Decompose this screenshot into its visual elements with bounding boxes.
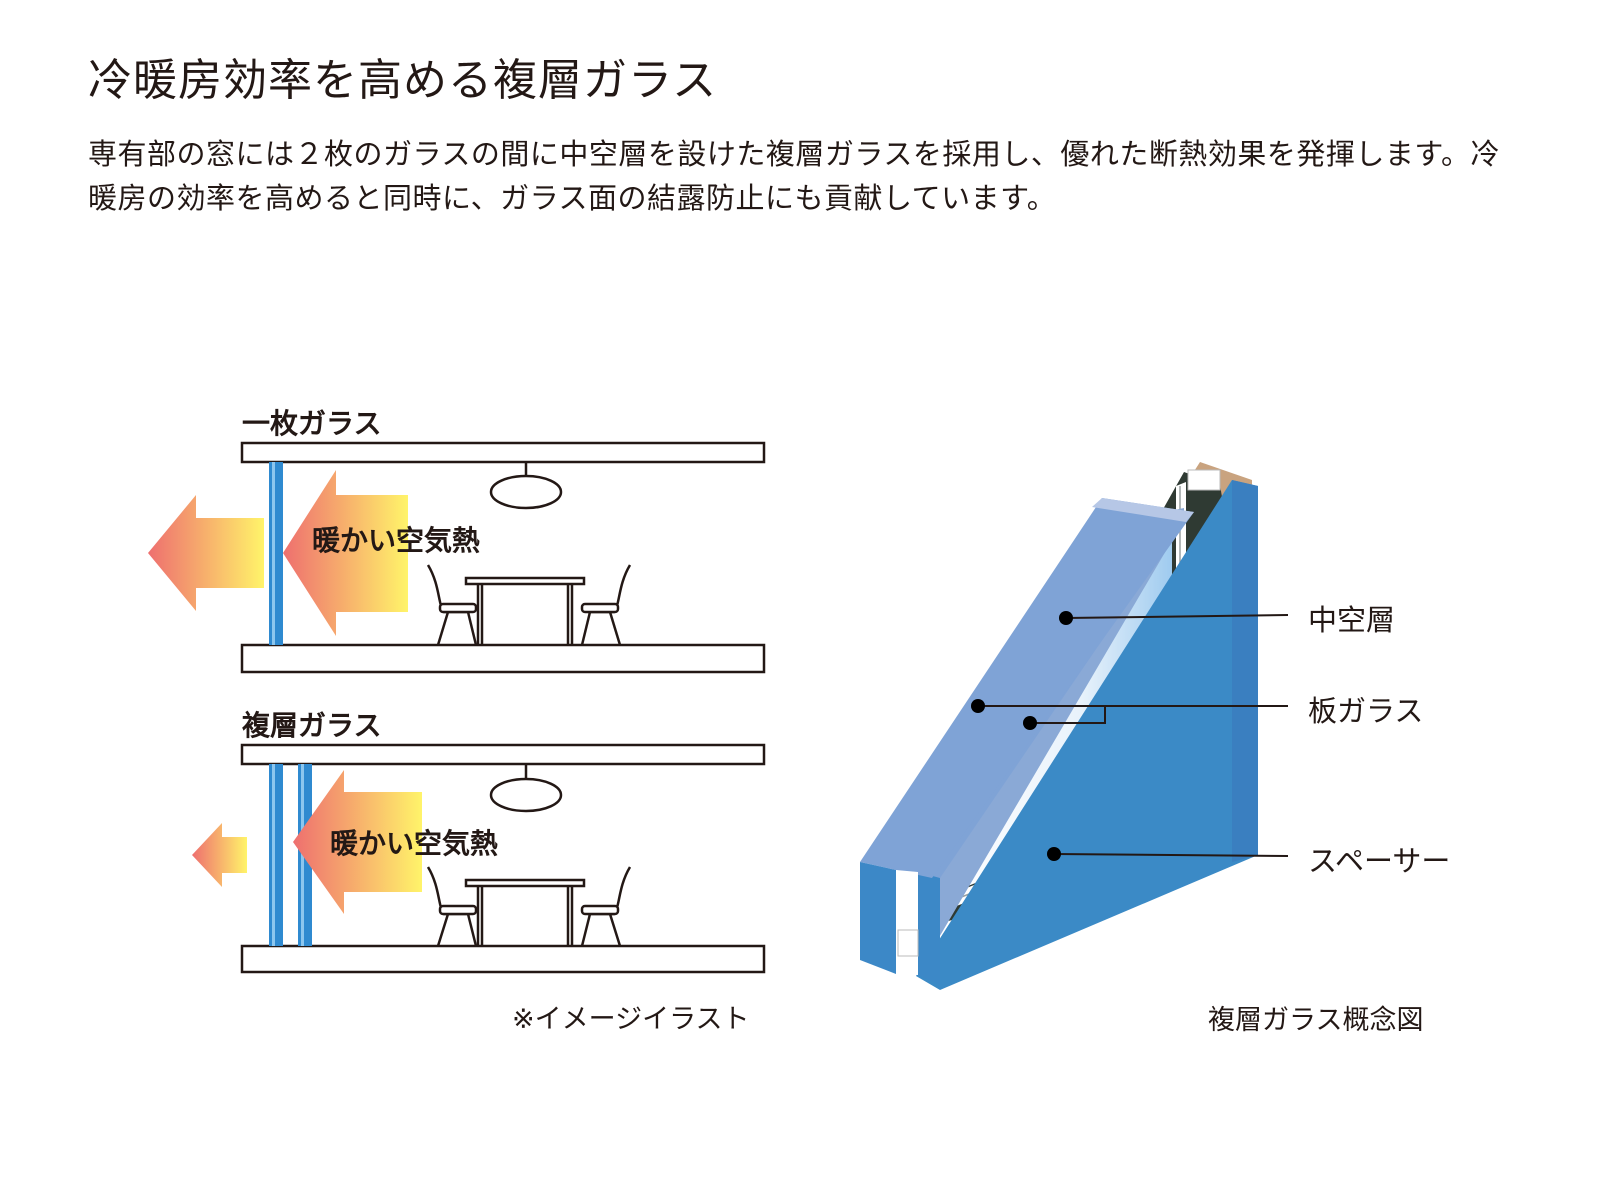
- leader-plate-glass: [1030, 706, 1106, 724]
- callout-plate-glass: 板ガラス: [1308, 694, 1424, 728]
- callout-spacer: スペーサー: [1308, 844, 1451, 878]
- ceiling-slab: [240, 743, 766, 766]
- page-title: 冷暖房効率を高める複層ガラス: [88, 55, 718, 106]
- heat-loss-arrow: [192, 823, 247, 887]
- glass-pane-inner: [918, 508, 1184, 963]
- double-warm-air-label: 暖かい空気熱: [330, 827, 499, 860]
- leader-spacer: [1053, 853, 1289, 857]
- chair-icon: [426, 564, 478, 646]
- section-diagram-caption: 複層ガラス概念図: [1208, 1005, 1424, 1036]
- warm-air-arrow: [283, 470, 408, 636]
- callout-dot: [1047, 847, 1061, 861]
- heat-loss-arrow: [148, 495, 264, 611]
- double-glass-illustration: [192, 743, 766, 974]
- image-note: ※イメージイラスト: [512, 1004, 750, 1035]
- table-icon: [464, 576, 586, 645]
- spacer-block: [1187, 469, 1221, 491]
- glass-pane: [269, 462, 283, 645]
- table-icon: [464, 878, 586, 946]
- glass-pane-back: [916, 480, 1258, 990]
- callout-dot: [971, 699, 985, 713]
- floor-slab: [240, 643, 766, 674]
- glass-pane-outer: [860, 498, 1194, 878]
- leader-hollow-layer: [1065, 614, 1289, 619]
- ceiling-lamp-icon: [489, 474, 563, 510]
- double-glass-label: 複層ガラス: [242, 709, 382, 742]
- spacer-block: [897, 929, 919, 957]
- single-glass-illustration: [148, 441, 766, 674]
- callout-dot: [1059, 611, 1073, 625]
- warm-air-arrow: [293, 770, 422, 914]
- chair-icon: [580, 866, 632, 947]
- double-glass-section-diagram: [860, 462, 1289, 990]
- chair-icon: [580, 564, 632, 646]
- glass-pane: [269, 764, 283, 946]
- glass-pane-highlight: [272, 462, 275, 645]
- callout-hollow-layer: 中空層: [1308, 603, 1396, 637]
- ceiling-slab: [240, 441, 766, 464]
- page-description: 専有部の窓には２枚のガラスの間に中空層を設けた複層ガラスを採用し、優れた断熱効果…: [88, 137, 1500, 215]
- floor-slab: [240, 944, 766, 974]
- chair-icon: [426, 866, 478, 947]
- single-warm-air-label: 暖かい空気熱: [312, 524, 481, 557]
- single-glass-label: 一枚ガラス: [242, 407, 382, 440]
- ceiling-lamp-icon: [489, 777, 563, 813]
- callout-dot: [1023, 716, 1037, 730]
